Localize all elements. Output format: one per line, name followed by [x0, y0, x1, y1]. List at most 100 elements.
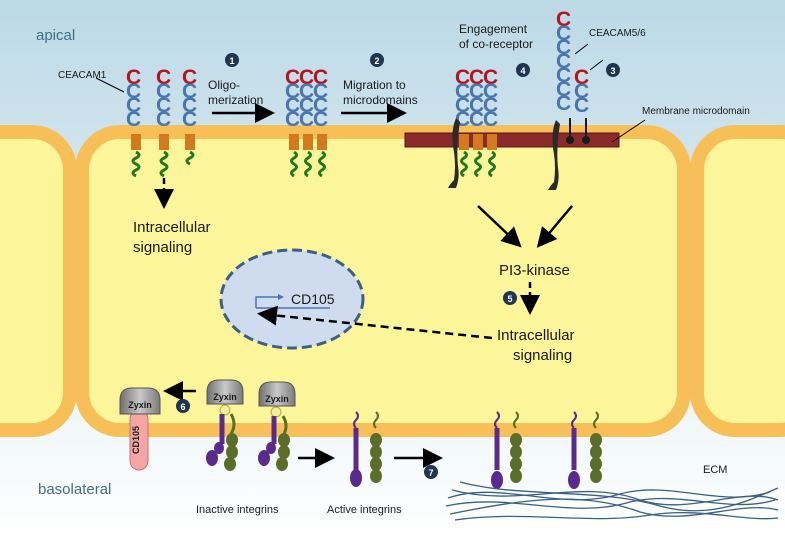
svg-text:6: 6	[180, 402, 185, 412]
svg-text:C: C	[455, 80, 470, 103]
step-6-marker	[176, 399, 190, 413]
svg-text:C: C	[469, 80, 484, 103]
svg-text:C: C	[556, 92, 571, 115]
central-cell	[75, 125, 691, 437]
ceacam56-label: CEACAM5/6	[589, 28, 646, 39]
svg-text:2: 2	[374, 56, 379, 66]
step-4-marker	[516, 63, 530, 77]
svg-text:C: C	[455, 94, 470, 117]
engagement-label-line2: of co-receptor	[459, 37, 533, 51]
svg-text:1: 1	[229, 56, 234, 66]
membrane-microdomain-label: Membrane microdomain	[642, 106, 750, 117]
engagement-label-line1: Engagement	[459, 22, 528, 36]
left-neighbor-cell	[0, 125, 77, 437]
svg-text:C: C	[156, 94, 171, 117]
ceacam1-oligomer-in-microdomain: C C C C C C C C C C C C	[455, 66, 498, 178]
svg-text:C: C	[556, 22, 571, 45]
svg-text:C: C	[483, 66, 498, 89]
svg-text:C: C	[469, 66, 484, 89]
svg-text:C: C	[126, 80, 141, 103]
svg-text:C: C	[182, 108, 197, 131]
intracellular-signaling-right-line1: Intracellular	[497, 327, 575, 344]
svg-text:C: C	[556, 8, 571, 31]
svg-text:C: C	[285, 66, 300, 89]
svg-text:5: 5	[507, 294, 512, 304]
svg-text:C: C	[483, 80, 498, 103]
svg-text:C: C	[299, 80, 314, 103]
svg-text:C: C	[285, 94, 300, 117]
co-receptor-left	[448, 118, 460, 188]
svg-text:C: C	[156, 66, 171, 89]
oligomerization-label-line2: merization	[208, 93, 263, 107]
gene-promoter-icon	[255, 296, 281, 308]
ceacam1-monomers: C C C C C C C C C C C C	[126, 66, 197, 178]
intracellular-signaling-right-line2: signaling	[513, 347, 572, 364]
step-7-marker	[424, 465, 438, 479]
svg-text:C: C	[574, 66, 589, 89]
svg-text:C: C	[469, 94, 484, 117]
svg-text:4: 4	[520, 66, 525, 76]
arrow-to-pi3k-left	[477, 205, 522, 248]
pi3-kinase-label: PI3-kinase	[499, 262, 570, 279]
svg-text:C: C	[182, 94, 197, 117]
ceacam56-leader-line	[574, 43, 589, 55]
inactive-integrins-label: Inactive integrins	[196, 504, 279, 516]
svg-text:C: C	[126, 66, 141, 89]
step-5-marker	[503, 291, 517, 305]
svg-text:C: C	[455, 66, 470, 89]
svg-text:C: C	[483, 108, 498, 131]
intracellular-signaling-left-line1: Intracellular	[133, 219, 211, 236]
svg-text:C: C	[182, 80, 197, 103]
basolateral-label: basolateral	[38, 481, 111, 498]
svg-text:C: C	[574, 94, 589, 117]
ecm-bound-integrin-2	[568, 411, 602, 489]
svg-text:7: 7	[428, 468, 433, 478]
svg-text:C: C	[156, 108, 171, 131]
svg-text:C: C	[182, 66, 197, 89]
svg-text:C: C	[313, 108, 328, 131]
oligomerization-label-line1: Oligo-	[208, 78, 240, 92]
svg-text:C: C	[156, 80, 171, 103]
extracellular-matrix-fibers	[445, 481, 779, 521]
svg-text:C: C	[126, 108, 141, 131]
svg-text:C: C	[313, 94, 328, 117]
svg-text:C: C	[574, 80, 589, 103]
zyxin-label-2: Zyxin	[213, 392, 237, 402]
ecm-bound-integrin-1	[491, 411, 522, 489]
zyxin-label-3: Zyxin	[265, 394, 289, 404]
migration-label-line2: microdomains	[343, 93, 418, 107]
nucleus	[219, 248, 365, 350]
svg-text:C: C	[556, 36, 571, 59]
svg-text:C: C	[299, 108, 314, 131]
microdomain-leader-line	[611, 119, 646, 143]
svg-text:C: C	[313, 80, 328, 103]
active-integrin-1	[350, 411, 382, 487]
svg-text:C: C	[299, 66, 314, 89]
active-integrins-label: Active integrins	[327, 504, 402, 516]
svg-text:C: C	[285, 108, 300, 131]
inactive-integrin-1: Zyxin	[206, 379, 244, 471]
svg-text:3: 3	[610, 66, 615, 76]
cd105-protein-label: CD105	[131, 426, 141, 454]
ceacam56-dimer: C C C C C C C C C C	[556, 8, 590, 144]
ceacam1-label: CEACAM1	[58, 70, 107, 81]
svg-text:C: C	[556, 78, 571, 101]
ceacam1-leader-line	[95, 77, 125, 93]
zyxin-label-1: Zyxin	[128, 400, 152, 410]
svg-text:C: C	[299, 94, 314, 117]
svg-text:C: C	[556, 64, 571, 87]
arrow-to-pi3k-right	[536, 205, 573, 248]
zyxin-cd105-complex: CD105 Zyxin	[119, 387, 161, 471]
migration-label-line1: Migration to	[343, 78, 406, 92]
step-3-marker	[606, 63, 620, 77]
ceacam1-oligomer: C C C C C C C C C C C C	[285, 66, 328, 178]
svg-text:C: C	[126, 94, 141, 117]
inactive-integrin-2: Zyxin	[258, 381, 296, 471]
step-1-marker	[225, 53, 239, 67]
ecm-label: ECM	[703, 464, 727, 476]
svg-text:C: C	[313, 66, 328, 89]
svg-text:C: C	[483, 94, 498, 117]
apical-label: apical	[36, 27, 75, 44]
